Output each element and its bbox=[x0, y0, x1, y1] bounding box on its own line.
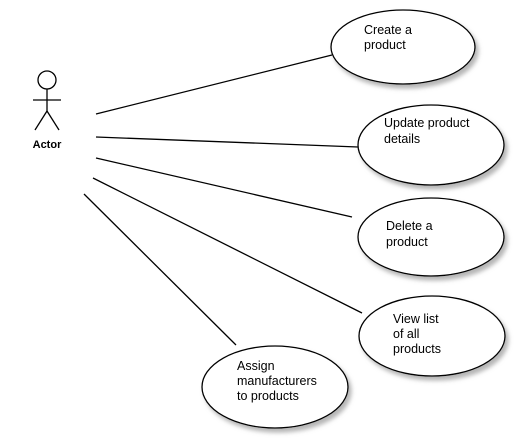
association-assign bbox=[83, 193, 237, 346]
use-case-update-product-details-label: Update product details bbox=[384, 116, 473, 146]
association-update bbox=[95, 136, 359, 148]
use-case-label-line: Update product bbox=[384, 116, 470, 130]
association-view bbox=[92, 177, 363, 314]
actor-right-leg bbox=[46, 110, 60, 131]
associations bbox=[83, 54, 363, 346]
use-case-delete-product-label: Delete a product bbox=[386, 219, 436, 249]
use-case-assign-manufacturers-label: Assign manufacturers to products bbox=[237, 359, 320, 403]
use-case-label-line: products bbox=[393, 342, 441, 356]
actor[interactable] bbox=[33, 70, 61, 131]
use-case-create-product-label: Create a product bbox=[364, 23, 415, 52]
use-case-view-products-label: View list of all products bbox=[393, 312, 442, 356]
use-case-assign-manufacturers[interactable]: Assign manufacturers to products bbox=[201, 345, 349, 429]
actor-left-leg bbox=[34, 110, 48, 131]
actor-head bbox=[37, 70, 57, 90]
use-case-label-line: product bbox=[386, 235, 428, 249]
use-case-create-product-ellipse bbox=[330, 9, 476, 85]
use-case-label-line: product bbox=[364, 38, 406, 52]
use-case-label-line: View list bbox=[393, 312, 439, 326]
actor-label: Actor bbox=[33, 139, 62, 151]
use-case-update-product-details-ellipse bbox=[357, 104, 505, 186]
use-case-delete-product-ellipse bbox=[357, 197, 505, 277]
use-case-label-line: of all bbox=[393, 327, 419, 341]
use-case-label-line: to products bbox=[237, 389, 299, 403]
use-case-label-line: Create a bbox=[364, 23, 412, 37]
use-case-create-product[interactable]: Create a product bbox=[330, 9, 476, 85]
use-case-label-line: Assign bbox=[237, 359, 275, 373]
use-case-label-line: details bbox=[384, 132, 420, 146]
use-case-delete-product[interactable]: Delete a product bbox=[357, 197, 505, 277]
use-case-label-line: manufacturers bbox=[237, 374, 317, 388]
use-case-view-products-ellipse bbox=[358, 295, 506, 377]
association-delete bbox=[95, 157, 353, 218]
association-create bbox=[95, 54, 333, 115]
use-case-update-product-details[interactable]: Update product details bbox=[357, 104, 505, 186]
use-case-assign-manufacturers-ellipse bbox=[201, 345, 349, 429]
use-case-label-line: Delete a bbox=[386, 219, 433, 233]
use-case-view-products[interactable]: View list of all products bbox=[358, 295, 506, 377]
